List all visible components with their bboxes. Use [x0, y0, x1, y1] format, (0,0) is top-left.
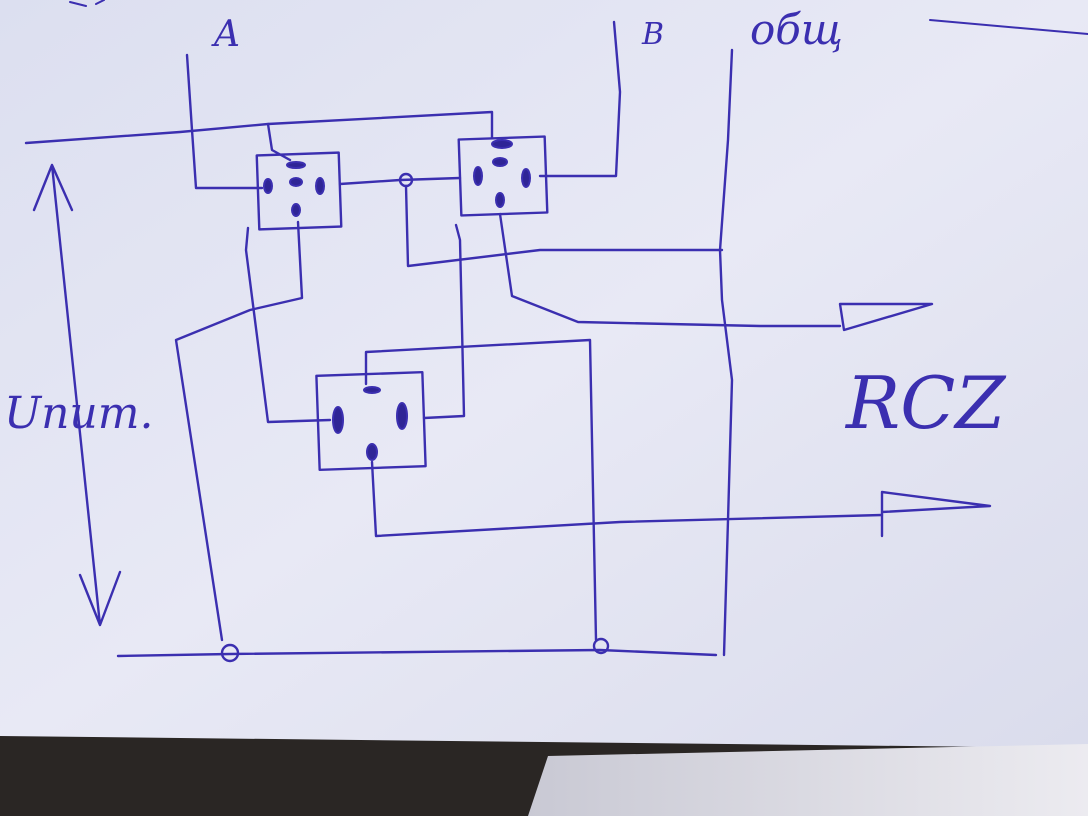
output-lower-arrow	[880, 490, 992, 538]
junction-node-bottom-left	[220, 643, 240, 663]
junction-node-bottom-right	[592, 637, 610, 655]
node-to-common-wire	[404, 184, 724, 268]
input-a-wire	[185, 53, 264, 190]
supply-voltage-arrow	[32, 163, 122, 627]
top-bus-drop	[266, 122, 292, 162]
transistor-3-pin-top	[363, 386, 381, 394]
transistor-1-pin-left	[263, 178, 273, 194]
t2-output-upper	[498, 212, 842, 328]
input-b-wire	[538, 20, 622, 178]
transistor-2-pin-center	[492, 157, 508, 167]
bottom-ground-bus	[116, 648, 718, 658]
transistor-3-pin-right	[396, 402, 408, 430]
label-supply-voltage: Uпит.	[4, 388, 153, 439]
t1-emitter-path	[174, 220, 304, 642]
transistor-1-pin-center	[289, 177, 303, 187]
transistor-1-pin-right	[315, 177, 325, 195]
transistor-2-pin-left	[473, 166, 483, 186]
t2-to-t3-path	[422, 223, 466, 420]
top-left-scribble	[69, 0, 105, 7]
label-input-b: B	[641, 17, 664, 52]
transistor-1-pin-bottom	[291, 203, 301, 217]
transistor-1-pin-top	[286, 161, 306, 169]
transistor-3-pin-left	[332, 406, 344, 434]
transistor-1-body	[255, 151, 343, 231]
label-common: общ	[750, 5, 843, 54]
label-input-a: A	[211, 14, 240, 55]
top-edge-stroke	[929, 19, 1088, 35]
transistor-2-pin-bottom	[495, 192, 505, 208]
second-paper-sheet	[528, 744, 1088, 816]
transistor-2-pin-right	[521, 168, 531, 188]
transistor-3-pin-bottom	[366, 443, 378, 461]
t3-top-link	[364, 338, 598, 642]
transistor-2-pin-top	[491, 139, 513, 149]
t3-output-lower	[370, 460, 884, 538]
label-output: RCZ	[844, 361, 1007, 445]
output-upper-arrow	[838, 302, 934, 332]
t1-to-t3-path	[244, 226, 332, 424]
